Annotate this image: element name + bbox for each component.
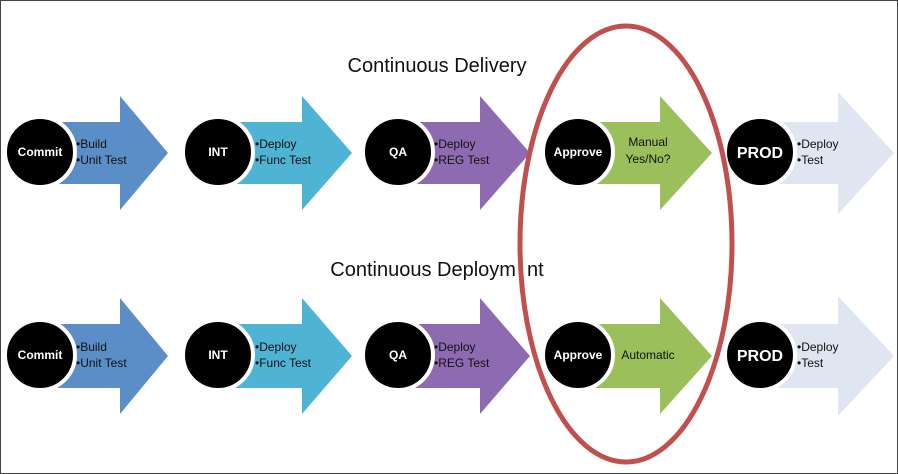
stage-bullet: •REG Test [434, 153, 490, 167]
stage-bullet: •Build [76, 340, 107, 354]
row-deployment: Commit •Build •Unit Test INT •Deploy •Fu… [3, 296, 894, 416]
stage-bullet: •REG Test [434, 356, 490, 370]
stage-circle [3, 318, 77, 392]
stage-commit: Commit •Build •Unit Test [3, 298, 168, 414]
stage-bullet: •Deploy [434, 137, 476, 151]
stage-arrow [398, 298, 530, 414]
stage-label: Commit [18, 348, 63, 362]
stage-bullet: •Deploy [255, 137, 297, 151]
stage-circle [181, 318, 255, 392]
stage-commit: Commit •Build •Unit Test [3, 96, 168, 210]
stage-bullet: •Unit Test [76, 356, 127, 370]
stage-qa: QA •Deploy •REG Test [361, 298, 530, 414]
stage-bullet: •Deploy [434, 340, 476, 354]
stage-bullet: •Test [797, 356, 824, 370]
stage-arrow [578, 96, 712, 210]
approve-highlight-ellipse [517, 23, 735, 465]
stage-label: INT [208, 348, 228, 362]
stage-bullet: •Func Test [255, 153, 312, 167]
stage-int: INT •Deploy •Func Test [181, 96, 352, 210]
stage-note: Yes/No? [626, 152, 671, 166]
stage-bullet: •Build [76, 137, 107, 151]
stage-arrow [218, 298, 352, 414]
stage-bullet: •Test [797, 153, 824, 167]
stage-arrow [40, 96, 168, 210]
stage-int: INT •Deploy •Func Test [181, 298, 352, 414]
stage-circle [723, 318, 797, 392]
stage-bullet: •Unit Test [76, 153, 127, 167]
stage-label: Approve [554, 145, 603, 159]
stage-label: QA [389, 348, 407, 362]
stage-circle [541, 318, 615, 392]
stage-arrow [40, 298, 168, 414]
stage-label: Commit [18, 145, 63, 159]
stage-arrow [760, 296, 894, 416]
stage-label: Approve [554, 348, 603, 362]
stage-approve: Approve Automatic [541, 298, 712, 414]
stage-bullet: •Func Test [255, 356, 312, 370]
row-title-delivery: Continuous Delivery [348, 55, 527, 77]
stage-circle [3, 115, 77, 189]
stage-arrow [578, 298, 712, 414]
stage-circle [361, 115, 435, 189]
stage-bullet: •Deploy [797, 340, 839, 354]
row-delivery: Commit •Build •Unit Test INT •Deploy •Fu… [3, 92, 894, 214]
stage-qa: QA •Deploy •REG Test [361, 96, 530, 210]
row-title-deployment: Continuous Deploym nt [330, 259, 544, 281]
stage-arrow [218, 96, 352, 210]
stage-prod: PROD •Deploy •Test [723, 92, 894, 214]
stage-circle [723, 115, 797, 189]
stage-circle [361, 318, 435, 392]
stage-note: Automatic [621, 348, 674, 362]
stage-label: PROD [737, 348, 783, 365]
stage-note: Manual [628, 135, 667, 149]
stage-label: QA [389, 145, 407, 159]
stage-prod: PROD •Deploy •Test [723, 296, 894, 416]
stage-bullet: •Deploy [255, 340, 297, 354]
stage-arrow [398, 96, 530, 210]
stage-label: INT [208, 145, 228, 159]
stage-arrow [760, 92, 894, 214]
stage-label: PROD [737, 145, 783, 162]
stage-circle [181, 115, 255, 189]
stage-approve: Approve Manual Yes/No? [541, 96, 712, 210]
stage-circle [541, 115, 615, 189]
stage-bullet: •Deploy [797, 137, 839, 151]
